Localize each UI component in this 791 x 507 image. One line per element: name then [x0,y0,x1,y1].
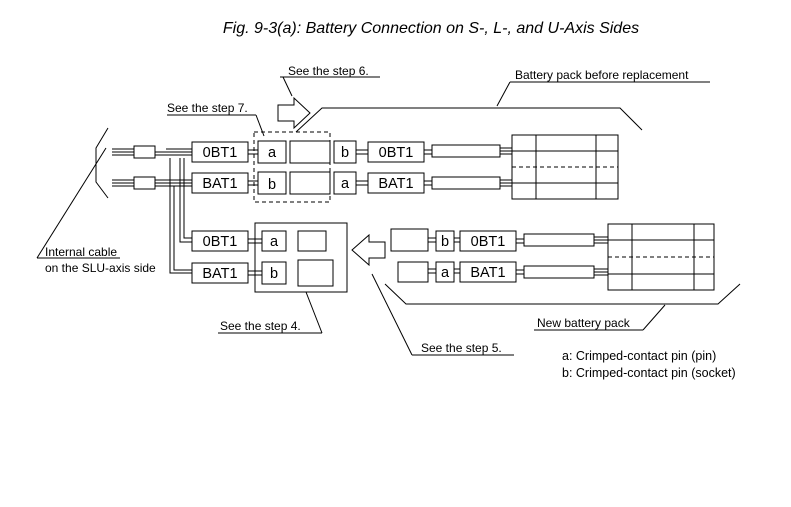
old-pack-label: Battery pack before replacement [515,68,689,82]
housing-bottom-left [289,171,331,195]
pin-b-lower-label: b [270,266,278,282]
branch-wires [169,158,192,274]
pin-a-bottom-right [333,171,357,195]
step4-label: See the step 4. [220,319,301,333]
leader-internal-cable [36,147,107,259]
pin-b-lower [261,261,287,285]
pin-b-new [435,230,455,252]
step6-label: See the step 6. [288,64,369,78]
housing-lower-bottom [297,259,334,287]
old-battery-cells [511,134,619,200]
step5-arrow-icon [351,233,386,267]
connector-0bt1-lower [191,230,249,252]
pin-a-new-label: a [441,265,450,281]
connector-bat1-top [191,172,249,194]
step6-arrow-icon [277,96,311,130]
connector-bat1-top-label: BAT1 [202,176,237,192]
connector-bat1-new-pack [459,261,517,283]
new-connection-frame [254,222,348,293]
legend-a: a: Crimped-contact pin (pin) [562,349,716,363]
old-pack-wires [424,144,512,190]
connector-bat1-old-pack [367,172,425,194]
housing-top-left [289,140,331,164]
connector-bat1-old-pack-label: BAT1 [378,176,413,192]
step7-dashed-region [253,131,331,203]
pin-b-bottom-left-label: b [268,177,276,193]
pin-b-new-label: b [441,234,449,250]
cable-label-line1: Internal cable [45,245,117,259]
pin-a-top-left-label: a [268,145,277,161]
pin-a-lower-label: a [270,234,279,250]
connector-0bt1-old-pack [367,141,425,163]
internal-cable-bottom [112,176,192,190]
new-battery-cells [607,223,715,291]
connector-bat1-lower [191,262,249,284]
cable-label-line2: on the SLU-axis side [45,261,156,275]
pin-a-bottom-right-label: a [341,176,350,192]
new-pack-wires [516,233,608,279]
connector-0bt1-new-pack [459,230,517,252]
connector-0bt1-top-label: 0BT1 [203,145,238,161]
pin-a-new [435,261,455,283]
cable-bracket [95,127,109,199]
legend-b: b: Crimped-contact pin (socket) [562,366,736,380]
pin-b-top-right-label: b [341,145,349,161]
internal-cable-top [112,145,192,159]
housing-new-top [390,228,429,252]
pin-b-bottom-left [257,171,287,195]
new-pack-bracket [384,283,741,305]
step5-label: See the step 5. [421,341,502,355]
figure-title: Fig. 9-3(a): Battery Connection on S-, L… [222,20,640,37]
housing-new-bottom [397,261,429,283]
new-pack-label: New battery pack [537,316,631,330]
pin-b-top-right [333,140,357,164]
pin-a-top-left [257,140,287,164]
connector-0bt1-old-pack-label: 0BT1 [379,145,414,161]
connector-bat1-new-pack-label: BAT1 [470,265,505,281]
pin-a-lower [261,230,287,252]
old-pack-bracket [295,107,643,133]
connector-bat1-lower-label: BAT1 [202,266,237,282]
step7-label: See the step 7. [167,101,248,115]
connector-0bt1-lower-label: 0BT1 [203,234,238,250]
connector-0bt1-new-pack-label: 0BT1 [471,234,506,250]
housing-lower-top [297,230,327,252]
connector-0bt1-top [191,141,249,163]
